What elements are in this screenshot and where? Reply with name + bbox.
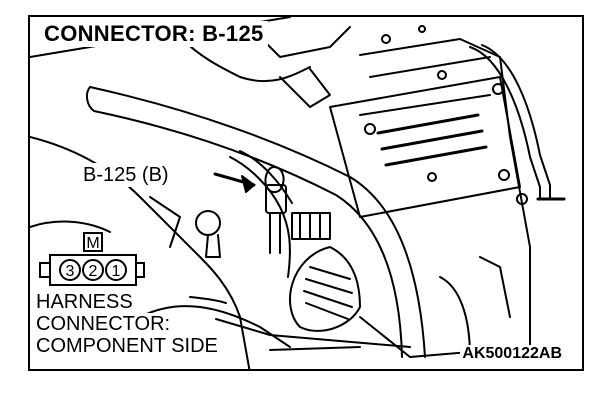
connector-top-pin-label: M (86, 235, 99, 252)
caption-line: CONNECTOR: (36, 313, 173, 335)
engine-illustration-icon (30, 17, 566, 369)
diagram-frame: CONNECTOR: B-125 B-125 (B) M 3 2 1 HARNE… (28, 15, 584, 371)
connector-symbol-icon: M 3 2 1 (39, 232, 145, 286)
page-title: CONNECTOR: B-125 (40, 21, 268, 47)
connector-pin-label: 2 (89, 263, 98, 280)
connector-pin-label: 1 (112, 263, 121, 280)
caption-line: HARNESS (36, 291, 135, 313)
caption-line: COMPONENT SIDE (36, 335, 220, 357)
connector-caption: HARNESS CONNECTOR: COMPONENT SIDE (36, 291, 220, 357)
figure-id: AK500122AB (460, 345, 564, 363)
connector-pin-label: 3 (66, 263, 75, 280)
callout-label: B-125 (B) (80, 163, 172, 187)
